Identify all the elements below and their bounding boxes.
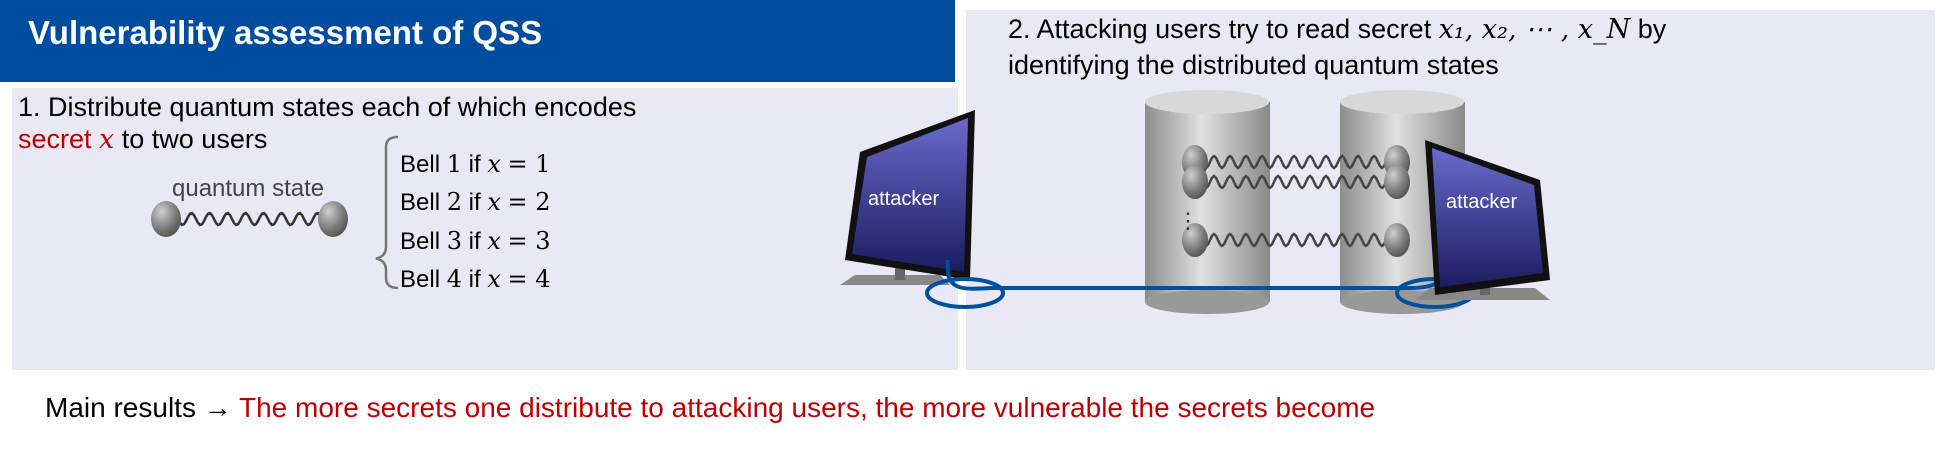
step1-heading: 1. Distribute quantum states each of whi…: [18, 92, 637, 122]
ellipsis: ⋮: [1177, 208, 1199, 233]
qubit-right-ball: [1384, 165, 1410, 199]
attacker-label-right: attacker: [1446, 191, 1517, 213]
fiber-loop-left: [925, 277, 1005, 309]
attacker-label-left: attacker: [868, 188, 939, 210]
bell-case: Bell 3 if x = 3: [400, 227, 551, 256]
bell-eq: = 2: [507, 188, 551, 216]
main-results: Main results → The more secrets one dist…: [45, 392, 1375, 424]
bell-var: x: [487, 227, 501, 255]
brace: [375, 135, 399, 290]
main-results-text: The more secrets one distribute to attac…: [239, 392, 1376, 423]
bell-cond: if: [468, 189, 481, 216]
secret-var: x: [99, 124, 115, 155]
title-bar: [0, 0, 955, 82]
qubit-ball-left: [151, 201, 181, 237]
bell-eq: = 1: [507, 150, 551, 178]
bell-var: x: [487, 150, 501, 178]
attack-diagram: ⋮ attacker: [840, 90, 1475, 314]
entanglement-wave: [176, 211, 324, 227]
bell-n: 2: [446, 188, 462, 216]
entanglement-wave: [1200, 232, 1393, 248]
step2-by: by: [1630, 14, 1667, 44]
main-results-label: Main results →: [45, 392, 239, 423]
qubit-left-ball: [1182, 165, 1208, 199]
slide-title: Vulnerability assessment of QSS: [28, 14, 543, 51]
qubit-left-ball: [1182, 223, 1208, 257]
entanglement-wave: [1200, 154, 1393, 170]
step2-heading: 2. Attacking users try to read secret x₁…: [1008, 14, 1666, 45]
bell-n: 3: [446, 227, 462, 255]
qubit-ball-right: [318, 201, 348, 237]
bell-var: x: [487, 265, 501, 293]
bell-n: 4: [446, 265, 462, 293]
quantum-state-label: quantum state: [172, 175, 325, 202]
cylinder-left: [1145, 102, 1270, 302]
bell-cond: if: [468, 228, 481, 255]
bell-name: Bell: [400, 266, 441, 293]
bell-n: 1: [446, 150, 462, 178]
bell-case: Bell 1 if x = 1: [400, 150, 551, 179]
monitor-right-group: attacker: [1415, 140, 1550, 300]
bell-pair-diagram: [151, 135, 399, 290]
bell-var: x: [487, 188, 501, 216]
step2-text: 2. Attacking users try to read secret: [1008, 14, 1439, 44]
bell-name: Bell: [400, 151, 441, 178]
bell-cond: if: [468, 266, 481, 293]
qubit-right-ball: [1384, 223, 1410, 257]
bell-case: Bell 2 if x = 2: [400, 188, 551, 217]
secret-label: secret: [18, 124, 100, 154]
bell-eq: = 4: [507, 265, 551, 293]
bell-name: Bell: [400, 228, 441, 255]
bell-eq: = 3: [507, 227, 551, 255]
step1-rest: to two users: [114, 124, 268, 154]
bell-cond: if: [468, 151, 481, 178]
secret-sequence: x₁, x₂, ⋯ , x_N: [1438, 14, 1631, 45]
step2-heading-line2: identifying the distributed quantum stat…: [1008, 50, 1499, 80]
bell-case: Bell 4 if x = 4: [400, 265, 551, 294]
entanglement-wave: [1200, 174, 1393, 190]
step1-heading-line2: secret x to two users: [18, 124, 267, 155]
bell-name: Bell: [400, 189, 441, 216]
